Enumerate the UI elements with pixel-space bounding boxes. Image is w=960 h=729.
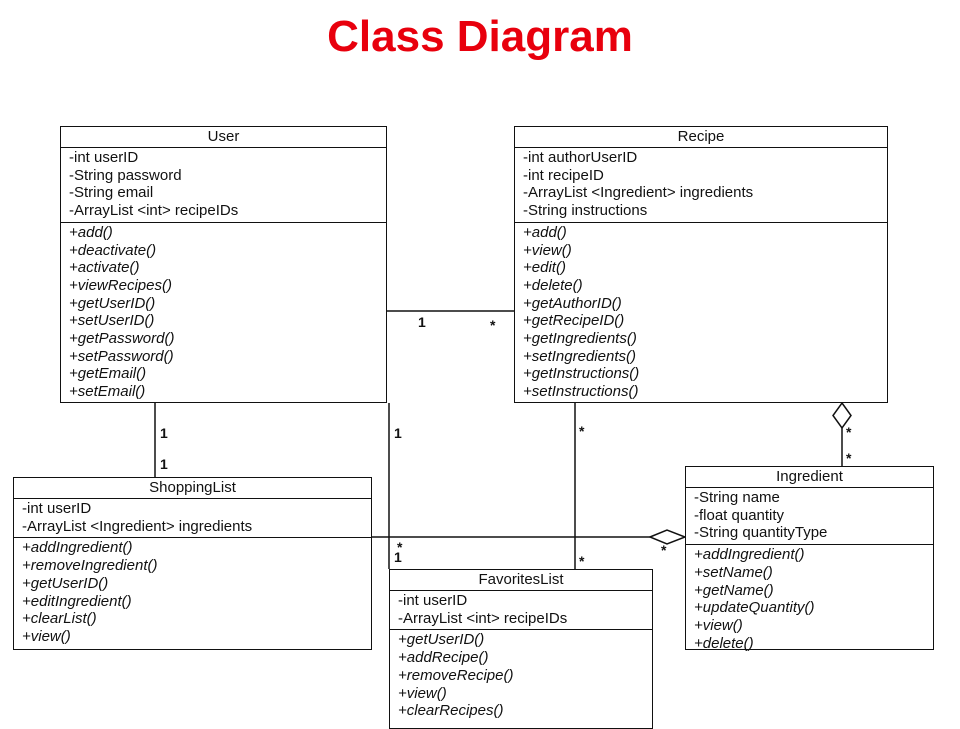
attribute-row: -int userID: [69, 149, 139, 166]
attribute-row: -ArrayList <Ingredient> ingredients: [523, 184, 754, 202]
recipe-aggregation-diamond: [832, 401, 852, 430]
attribute-row: -String name: [694, 489, 780, 506]
operation-row: +edit(): [523, 259, 566, 277]
operation-row: +activate(): [69, 259, 140, 277]
operation-row: +delete(): [694, 634, 754, 652]
class-ingredient: Ingredient -String name-float quantity-S…: [685, 466, 934, 652]
attributes-compartment: -int userID-String password-String email…: [61, 148, 386, 223]
operations-compartment: +add()+deactivate()+activate()+viewRecip…: [61, 223, 386, 403]
attributes-compartment: -int userID-ArrayList <int> recipeIDs: [390, 591, 652, 631]
attribute-row: -int userID: [398, 592, 468, 609]
operation-row: +setPassword(): [69, 347, 174, 365]
mult-user-recipe-recipe-end: *: [490, 317, 496, 333]
class-name: User: [61, 127, 386, 148]
operation-row: +getInstructions(): [523, 365, 640, 383]
attribute-row: -ArrayList <int> recipeIDs: [69, 202, 239, 220]
operations-compartment: +addIngredient()+removeIngredient()+getU…: [14, 538, 371, 647]
class-name: FavoritesList: [390, 570, 652, 591]
class-user: User -int userID-String password-String …: [60, 126, 387, 403]
operation-row: +editIngredient(): [22, 592, 132, 610]
attribute-row: -String quantityType: [694, 524, 828, 542]
operation-row: +add(): [69, 223, 113, 241]
operation-row: +getUserID(): [398, 631, 485, 649]
operation-row: +delete(): [523, 276, 583, 294]
operation-row: +getEmail(): [69, 365, 147, 383]
attributes-compartment: -int userID-ArrayList <Ingredient> ingre…: [14, 499, 371, 539]
mult-user-recipe-user-end: 1: [418, 314, 426, 330]
operation-row: +clearList(): [22, 610, 97, 628]
attribute-row: -String email: [69, 184, 154, 202]
mult-user-favorites-user-end: 1: [394, 425, 402, 441]
mult-user-favorites-list-end: 1: [394, 549, 402, 565]
mult-recipe-favorites-recipe-end: *: [579, 423, 585, 439]
operation-row: +removeIngredient(): [22, 557, 158, 575]
operation-row: +removeRecipe(): [398, 666, 514, 684]
operation-row: +addIngredient(): [22, 539, 133, 557]
operation-row: +updateQuantity(): [694, 599, 815, 617]
operation-row: +view(): [398, 684, 447, 702]
mult-recipe-ingredient-ingredient-end: *: [846, 450, 852, 466]
mult-recipe-favorites-list-end: *: [579, 553, 585, 569]
operation-row: +getIngredients(): [523, 330, 637, 348]
mult-recipe-ingredient-recipe-end: *: [846, 424, 852, 440]
operation-row: +addIngredient(): [694, 546, 805, 564]
attributes-compartment: -String name-float quantity-String quant…: [686, 488, 933, 546]
ingredient-aggregation-diamond: [648, 529, 688, 545]
operation-row: +viewRecipes(): [69, 276, 172, 294]
class-name: Ingredient: [686, 467, 933, 488]
attribute-row: -int recipeID: [523, 166, 604, 184]
operation-row: +getName(): [694, 581, 774, 599]
operation-row: +setInstructions(): [523, 383, 639, 401]
operation-row: +add(): [523, 223, 567, 241]
mult-user-shopping-user-end: 1: [160, 425, 168, 441]
attribute-row: -int authorUserID: [523, 149, 638, 166]
operation-row: +setName(): [694, 563, 773, 581]
attribute-row: -int userID: [22, 500, 92, 517]
class-recipe: Recipe -int authorUserID-int recipeID-Ar…: [514, 126, 888, 403]
attribute-row: -String instructions: [523, 202, 648, 220]
class-shopping-list: ShoppingList -int userID-ArrayList <Ingr…: [13, 477, 372, 650]
operation-row: +getRecipeID(): [523, 312, 625, 330]
class-favorites-list: FavoritesList -int userID-ArrayList <int…: [389, 569, 653, 729]
operation-row: +deactivate(): [69, 241, 157, 259]
operation-row: +view(): [523, 241, 572, 259]
operation-row: +view(): [22, 627, 71, 645]
operation-row: +getPassword(): [69, 330, 175, 348]
operation-row: +getUserID(): [22, 574, 109, 592]
operations-compartment: +add()+view()+edit()+delete()+getAuthorI…: [515, 223, 887, 403]
operation-row: +setIngredients(): [523, 347, 636, 365]
attribute-row: -String password: [69, 166, 182, 184]
attribute-row: -ArrayList <Ingredient> ingredients: [22, 517, 253, 535]
operation-row: +getUserID(): [69, 294, 156, 312]
operation-row: +view(): [694, 616, 743, 634]
mult-shopping-ingredient-ingredient-end: *: [661, 542, 667, 558]
class-name: ShoppingList: [14, 478, 371, 499]
mult-user-shopping-list-end: 1: [160, 456, 168, 472]
attribute-row: -float quantity: [694, 506, 785, 524]
operation-row: +addRecipe(): [398, 649, 489, 667]
attributes-compartment: -int authorUserID-int recipeID-ArrayList…: [515, 148, 887, 223]
operation-row: +setUserID(): [69, 312, 155, 330]
attribute-row: -ArrayList <int> recipeIDs: [398, 609, 568, 627]
operations-compartment: +addIngredient()+setName()+getName()+upd…: [686, 545, 933, 654]
class-name: Recipe: [515, 127, 887, 148]
page-title: Class Diagram: [327, 12, 633, 61]
operation-row: +clearRecipes(): [398, 702, 504, 720]
mult-shopping-ingredient-shopping-end: *: [397, 539, 403, 555]
operation-row: +getAuthorID(): [523, 294, 622, 312]
operation-row: +setEmail(): [69, 383, 146, 401]
operations-compartment: +getUserID()+addRecipe()+removeRecipe()+…: [390, 630, 652, 722]
